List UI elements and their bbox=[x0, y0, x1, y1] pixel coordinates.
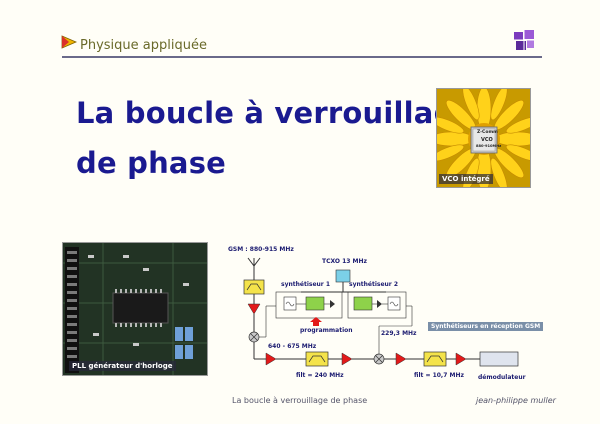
vco-photo-caption: VCO intégré bbox=[439, 174, 493, 184]
synthesizer-1-frame bbox=[275, 291, 343, 319]
lna-amplifier bbox=[247, 303, 261, 315]
synthesizer-2-pll bbox=[353, 296, 373, 311]
slide-title-line-1: La boucle à verrouillage bbox=[76, 96, 475, 130]
synthesizer-2-label: synthétiseur 2 bbox=[349, 281, 399, 288]
synthesizer-2-frame bbox=[347, 291, 407, 319]
gsm-band-label: GSM : 880-915 MHz bbox=[228, 246, 294, 253]
vco-chip-frequency: 880-910MHz bbox=[476, 144, 502, 148]
amplifier-2 bbox=[265, 352, 277, 366]
vco-chip-model: VCO bbox=[481, 137, 493, 143]
synthesizer-caption: Synthétiseurs en réception GSM bbox=[428, 322, 544, 331]
freq-229-label: 229,3 MHz bbox=[381, 330, 417, 337]
pll-board-caption: PLL générateur d'horloge bbox=[69, 361, 176, 371]
antenna-icon bbox=[247, 257, 261, 272]
filter-10-7-block bbox=[423, 351, 447, 367]
tcxo-block bbox=[335, 269, 351, 283]
footer-author: jean-philippe muller bbox=[476, 396, 556, 405]
pll-board-photo: PLL générateur d'horloge bbox=[62, 242, 208, 376]
tcxo-label: TCXO 13 MHz bbox=[322, 258, 368, 265]
vco-chip-brand: Z-Comm bbox=[477, 130, 498, 135]
synthesizer-1-label: synthétiseur 1 bbox=[281, 281, 331, 288]
amplifier-5 bbox=[455, 352, 467, 366]
footer-title: La boucle à verrouillage de phase bbox=[232, 396, 368, 405]
filter-240-block bbox=[305, 351, 329, 367]
arrow-logo-icon bbox=[61, 35, 78, 49]
filter-240-label: filt = 240 MHz bbox=[296, 372, 344, 379]
gsm-receiver-block-diagram bbox=[243, 257, 519, 367]
header-rule bbox=[62, 56, 542, 58]
programming-label: programmation bbox=[300, 327, 353, 334]
filter-10-7-label: filt = 10,7 MHz bbox=[414, 372, 464, 379]
circuit-board-image bbox=[63, 243, 207, 375]
freq-640-label: 640 - 675 MHz bbox=[268, 343, 317, 350]
amplifier-3 bbox=[341, 352, 353, 366]
amplifier-4 bbox=[395, 352, 407, 366]
institution-logo-icon bbox=[514, 30, 534, 50]
synthesizer-1-arrow bbox=[330, 300, 335, 308]
input-filter-block bbox=[243, 279, 265, 295]
programming-arrow-icon bbox=[310, 317, 322, 326]
slide-title-line-2: de phase bbox=[76, 146, 227, 180]
demodulator-label: démodulateur bbox=[478, 374, 526, 381]
synthesizer-1-pll bbox=[305, 296, 325, 311]
slide-header: Physique appliquée bbox=[0, 0, 600, 62]
header-title: Physique appliquée bbox=[80, 38, 207, 53]
demodulator-block bbox=[479, 351, 519, 367]
vco-photo: Z-Comm VCO 880-910MHz VCO intégré bbox=[436, 88, 531, 188]
